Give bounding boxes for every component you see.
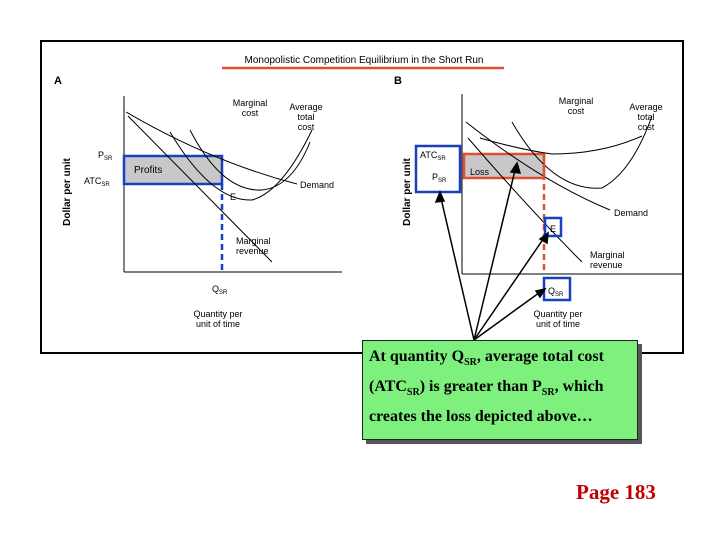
pointer-to-quantity xyxy=(473,289,544,341)
panel-a-y-axis-label: Dollar per unit xyxy=(62,157,73,225)
panel-b-x-axis-label-2: unit of time xyxy=(536,319,580,329)
panel-b-mc-label-1: Marginal xyxy=(559,96,594,106)
pointer-arrowhead-equilibrium xyxy=(538,231,549,245)
panel-b-x-axis-label-1: Quantity per xyxy=(533,309,582,319)
panel-a-atc-label-2: total xyxy=(297,112,314,122)
pointer-to-loss xyxy=(473,165,517,341)
panel-a-demand-curve xyxy=(125,111,298,185)
panel-a-atc-label-1: Average xyxy=(289,102,322,112)
callout-pointers xyxy=(434,161,549,341)
callout-text-2: , average total cost (ATC xyxy=(369,348,604,396)
panel-a-demand-label: Demand xyxy=(300,180,334,190)
panel-b-label: B xyxy=(394,75,402,87)
panel-b-atc-label-2: total xyxy=(637,112,654,122)
panel-b-mc-curve xyxy=(511,115,653,189)
panel-a-atc-curve xyxy=(189,129,311,191)
panel-a-highlight-box xyxy=(122,154,224,186)
panel-a-label: A xyxy=(54,75,62,87)
page-number: Page 183 xyxy=(576,480,656,504)
pointer-arrowhead-quantity xyxy=(534,287,547,299)
callout-text-3: ) is greater than P xyxy=(419,378,542,396)
panel-a-x-axis-label-2: unit of time xyxy=(196,319,240,329)
panel-a-price-label: PSR xyxy=(98,150,113,162)
pointer-arrowhead-loss xyxy=(509,161,522,174)
pointer-arrowhead-atc xyxy=(434,190,446,203)
pointer-to-atc-price xyxy=(439,193,475,341)
panel-b-y-axis-label: Dollar per unit xyxy=(402,157,413,225)
panel-a-equilibrium-label: E xyxy=(230,192,236,202)
panel-b-quantity-label: QSR xyxy=(548,286,564,298)
panel-b-demand-label: Demand xyxy=(614,208,648,218)
pointer-to-equilibrium xyxy=(473,234,547,341)
callout-sub-1: SR xyxy=(464,357,477,369)
panel-b-atc-axis-label: ATCSR xyxy=(420,150,446,162)
panel-b-mr-label-1: Marginal xyxy=(590,250,625,260)
panel-a-mc-label-1: Marginal xyxy=(233,98,268,108)
panel-b-mr-label-2: revenue xyxy=(590,260,623,270)
panel-a-atc-axis-label: ATCSR xyxy=(84,176,110,188)
diagram: Monopolistic Competition Equilibrium in … xyxy=(54,55,682,341)
panel-a-quantity-label: QSR xyxy=(212,284,228,296)
callout-text-1: At quantity Q xyxy=(369,348,465,365)
panel-a-mr-label-1: Marginal xyxy=(236,236,271,246)
panel-b-equilibrium-highlight xyxy=(543,216,563,238)
panel-b-equilibrium-label: E xyxy=(550,224,556,234)
callout-text-4: , which creates the loss depicted above… xyxy=(369,378,604,426)
panel-a-x-axis-label-1: Quantity per xyxy=(193,309,242,319)
panel-b-mr-curve xyxy=(467,137,583,263)
panel-b-price-label: PSR xyxy=(432,172,447,184)
figure-frame: Monopolistic Competition Equilibrium in … xyxy=(40,40,684,354)
panel-b-atc-label-1: Average xyxy=(629,102,662,112)
panel-b-atc-price-highlight xyxy=(414,144,462,194)
callout-box: At quantity QSR, average total cost (ATC… xyxy=(362,340,638,440)
panel-a-mc-label-2: cost xyxy=(242,108,259,118)
panel-a-profits-label: Profits xyxy=(134,165,162,176)
panel-a-mc-curve xyxy=(169,129,313,201)
callout-sub-3: SR xyxy=(541,387,555,399)
panel-a-mr-label-2: revenue xyxy=(236,246,269,256)
panel-a-mr-curve xyxy=(127,115,273,263)
panel-b-loss-region xyxy=(464,154,544,178)
panel-b-atc-curve xyxy=(479,135,643,155)
panel-a-atc-label-3: cost xyxy=(298,122,315,132)
panel-b-demand-curve xyxy=(465,121,611,211)
panel-b-atc-label-3: cost xyxy=(638,122,655,132)
panel-b-loss-label: Loss xyxy=(470,167,490,177)
figure-title: Monopolistic Competition Equilibrium in … xyxy=(244,55,483,66)
panel-b-mc-label-2: cost xyxy=(568,106,585,116)
callout-sub-2: SR xyxy=(406,387,420,399)
